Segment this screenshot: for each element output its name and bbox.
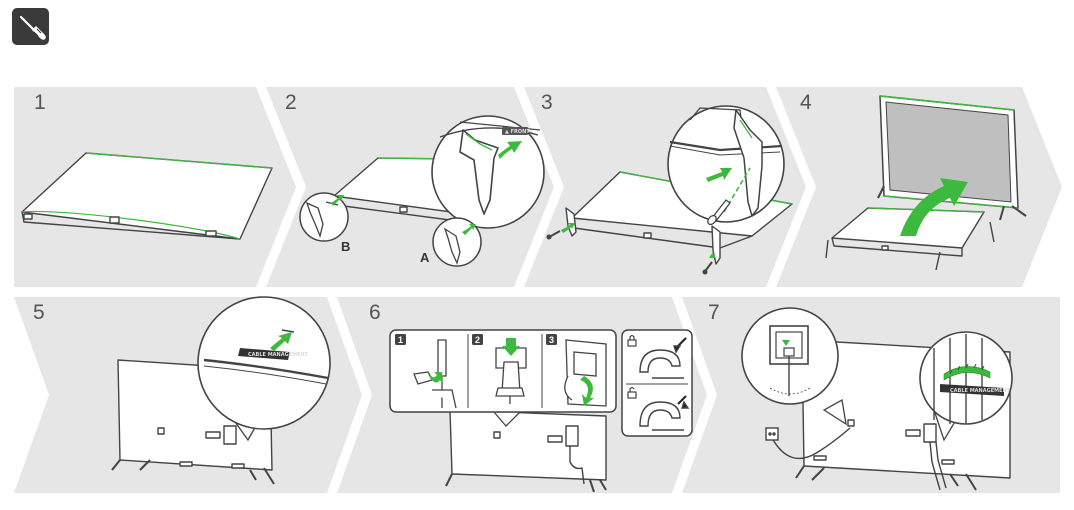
substep-2-illustration: [495, 338, 527, 404]
lock-closed-icon: [627, 334, 637, 347]
callout-label-b: B: [341, 239, 351, 254]
insert-arrow-icon: [498, 141, 522, 159]
step-1-tv-face-down: [21, 152, 273, 240]
step-number-5: 5: [33, 301, 45, 324]
stand-leg-a: [459, 129, 499, 215]
step-6-tv-back: [445, 409, 607, 493]
clip-closed-illustration: [639, 337, 687, 379]
step-number-2: 2: [285, 91, 297, 114]
step-number-7: 7: [708, 301, 720, 324]
clip-open-illustration: [639, 395, 690, 431]
step-6-lock-box: [621, 329, 693, 437]
step-5-magnifier-cable-cover: CABLE MANAGEMENT: [197, 296, 331, 442]
cable-cover-tag: CABLE MANAGEMENT: [248, 352, 309, 358]
substep-number-badges: 1 2 3: [395, 334, 557, 345]
substep-badge-1: 1: [398, 335, 403, 345]
substep-badge-2: 2: [475, 335, 480, 345]
stand-leg-b: [733, 109, 763, 217]
step-2-magnifier-stand-detail: ▲ FRONT: [431, 115, 545, 229]
push-arrow-icon: [706, 168, 732, 182]
step-7-magnifier-cable-tie: CABLE MANAGEMENT: [919, 331, 1013, 442]
step-7-power-cable: [765, 427, 851, 460]
step-number-3: 3: [541, 91, 553, 114]
screwdriver-icon: [19, 15, 46, 40]
step-7-magnifier-wall-outlet: [741, 307, 847, 426]
step-3-screw-small-left: [546, 223, 575, 240]
step-3-magnifier-screw-detail: [667, 105, 785, 226]
cable-cover-clip: [238, 348, 290, 360]
rotate-up-arrow-icon: [900, 178, 968, 236]
step-number-1: 1: [34, 91, 46, 114]
step-4-tv-upright: [877, 95, 1027, 221]
step-2-callout-b-circle: [299, 192, 349, 242]
substep-1-illustration: [413, 339, 457, 409]
lock-open-icon: [627, 386, 637, 399]
substep-badge-3: 3: [549, 335, 554, 345]
step-3-screw-small-right: [702, 252, 716, 275]
substep-3-illustration: [564, 339, 607, 407]
cable-management-tag: CABLE MANAGEMENT: [950, 388, 1011, 394]
step-number-4: 4: [800, 91, 812, 114]
step-2-callout-a-circle: [432, 217, 482, 267]
lift-arrow-icon: [270, 332, 292, 351]
step-number-6: 6: [369, 301, 381, 324]
step-6-substeps-box: 1 2 3: [389, 329, 617, 413]
screwdriver-badge: [12, 8, 49, 45]
stand-front-tag: ▲ FRONT: [505, 129, 530, 135]
callout-label-a: A: [420, 250, 430, 265]
